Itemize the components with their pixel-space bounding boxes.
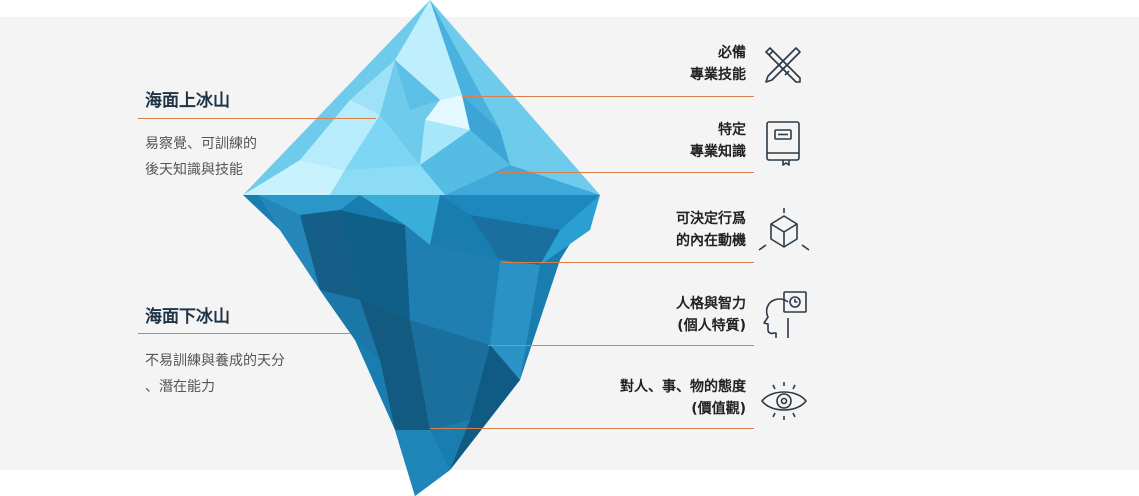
cube-icon [757, 206, 811, 256]
above-water-title: 海面上冰山 [145, 86, 230, 111]
eye-icon [759, 380, 809, 422]
item-label-motivation: 可決定行爲 的內在動機 [676, 208, 746, 252]
item-label-knowledge: 特定 專業知識 [690, 119, 746, 163]
head-profile-icon [758, 290, 810, 340]
below-water-rule [138, 333, 350, 334]
below-water-title: 海面下冰山 [145, 302, 230, 327]
above-water-rule [138, 118, 376, 119]
item-rule-skills [462, 96, 754, 97]
item-label-personality: 人格與智力 (個人特質) [676, 293, 746, 337]
above-water-description: 易察覺、可訓練的 後天知識與技能 [145, 131, 335, 183]
item-label-attitude: 對人、事、物的態度 (價值觀) [620, 376, 746, 420]
below-water-description: 不易訓練與養成的天分 、潛在能力 [145, 348, 335, 400]
item-rule-knowledge [498, 172, 754, 173]
item-rule-personality [488, 345, 754, 346]
ruler-pencil-icon [760, 42, 806, 88]
item-rule-motivation [502, 262, 754, 263]
book-icon [763, 119, 805, 167]
item-rule-attitude [430, 428, 754, 429]
item-label-skills: 必備 專業技能 [690, 42, 746, 86]
